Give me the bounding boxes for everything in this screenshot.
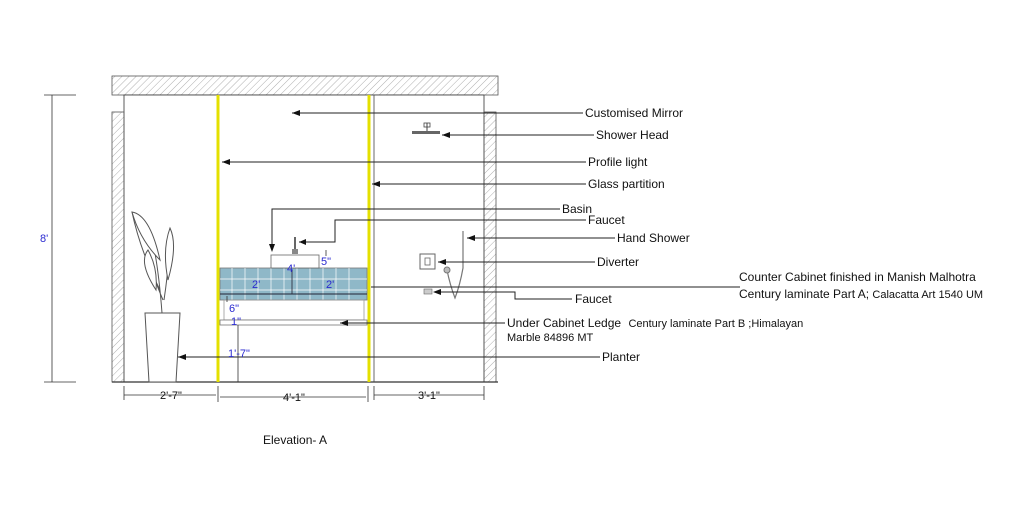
label-faucet-bottom: Faucet xyxy=(575,292,612,306)
label-profile-light: Profile light xyxy=(588,155,648,169)
glass-partition-light xyxy=(367,95,371,382)
label-basin: Basin xyxy=(562,202,592,216)
dim-gap: 6" xyxy=(229,303,239,315)
room-outline xyxy=(123,94,485,383)
hand-shower-icon xyxy=(443,231,464,300)
label-customised-mirror: Customised Mirror xyxy=(585,106,683,120)
left-wall xyxy=(111,111,125,383)
dim-counter-right: 2' xyxy=(326,279,334,291)
planter-icon xyxy=(131,211,181,383)
dimension-lines xyxy=(44,94,485,402)
faucet-bottom-icon xyxy=(423,288,433,295)
label-shower-head: Shower Head xyxy=(596,128,669,142)
label-faucet-top: Faucet xyxy=(588,213,625,227)
dim-height: 8' xyxy=(40,233,48,245)
label-ledge-marble: Marble 84896 MT xyxy=(507,332,593,344)
label-under-cabinet-ledge: Under Cabinet Ledge Century laminate Par… xyxy=(507,316,803,330)
label-hand-shower: Hand Shower xyxy=(617,231,690,245)
drawing-title: Elevation- A xyxy=(263,433,327,447)
profile-light-left xyxy=(216,95,220,382)
dim-counter-left: 2' xyxy=(252,279,260,291)
dim-ledge: 1" xyxy=(231,316,241,328)
dim-left-width: 2'-7" xyxy=(160,390,182,402)
dim-center-width: 4'-1" xyxy=(283,392,305,404)
dim-basin-height: 5" xyxy=(321,256,331,268)
label-planter: Planter xyxy=(602,350,640,364)
dim-right-width: 3'-1" xyxy=(418,390,440,402)
leader-lines xyxy=(178,110,740,360)
right-wall xyxy=(483,111,497,383)
label-counter-cabinet-1: Counter Cabinet finished in Manish Malho… xyxy=(739,270,976,284)
diverter-icon xyxy=(419,253,436,270)
label-counter-cabinet-2: Century laminate Part A; Calacatta Art 1… xyxy=(739,287,983,301)
ceiling-slab xyxy=(111,75,499,96)
shower-head-icon xyxy=(412,122,440,134)
dim-ledge-height: 1'-7" xyxy=(228,348,250,360)
dim-counter-length: 4' xyxy=(287,263,295,275)
basin xyxy=(270,254,320,269)
label-glass-partition: Glass partition xyxy=(588,177,665,191)
label-diverter: Diverter xyxy=(597,255,639,269)
faucet-icon xyxy=(292,237,298,254)
